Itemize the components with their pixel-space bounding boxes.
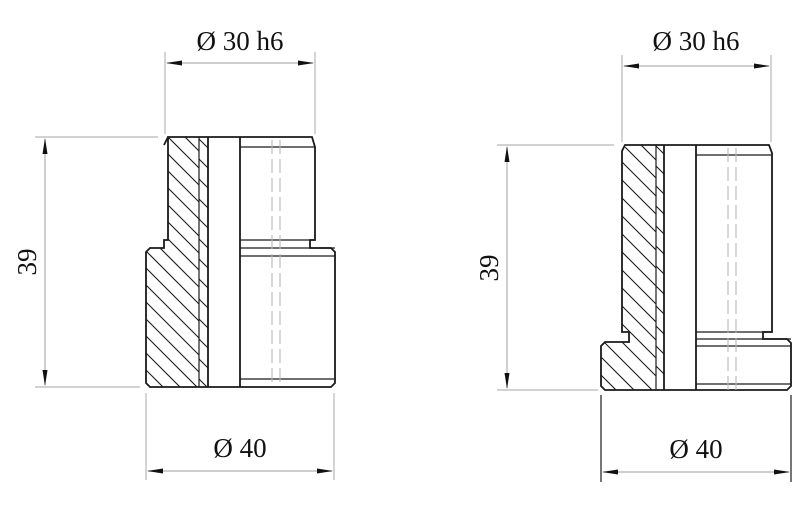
left-top-diameter-label: Ø 30 h6	[197, 26, 284, 56]
left-view: Ø 30 h6 39 Ø 40	[12, 26, 336, 480]
right-bottom-diameter-dimension: Ø 40	[600, 395, 792, 482]
right-part-outline	[600, 144, 792, 391]
left-inner-sleeve-hatch	[199, 138, 208, 387]
right-top-diameter-label: Ø 30 h6	[653, 26, 740, 56]
right-top-diameter-dimension: Ø 30 h6	[621, 26, 772, 142]
right-bottom-diameter-label: Ø 40	[669, 434, 722, 464]
left-height-dimension: 39	[12, 136, 158, 388]
left-top-diameter-dimension: Ø 30 h6	[164, 26, 316, 134]
right-section-hatch	[601, 145, 656, 390]
right-inner-sleeve-hatch	[656, 145, 664, 375]
left-bottom-diameter-label: Ø 40	[213, 433, 266, 463]
right-height-label: 39	[474, 255, 504, 282]
left-bottom-diameter-dimension: Ø 40	[145, 393, 335, 480]
left-part-outline	[145, 136, 336, 388]
right-view: Ø 30 h6 39 Ø 40	[474, 26, 792, 482]
left-height-label: 39	[12, 249, 42, 276]
right-height-dimension: 39	[474, 144, 614, 391]
left-section-hatch	[146, 137, 199, 387]
